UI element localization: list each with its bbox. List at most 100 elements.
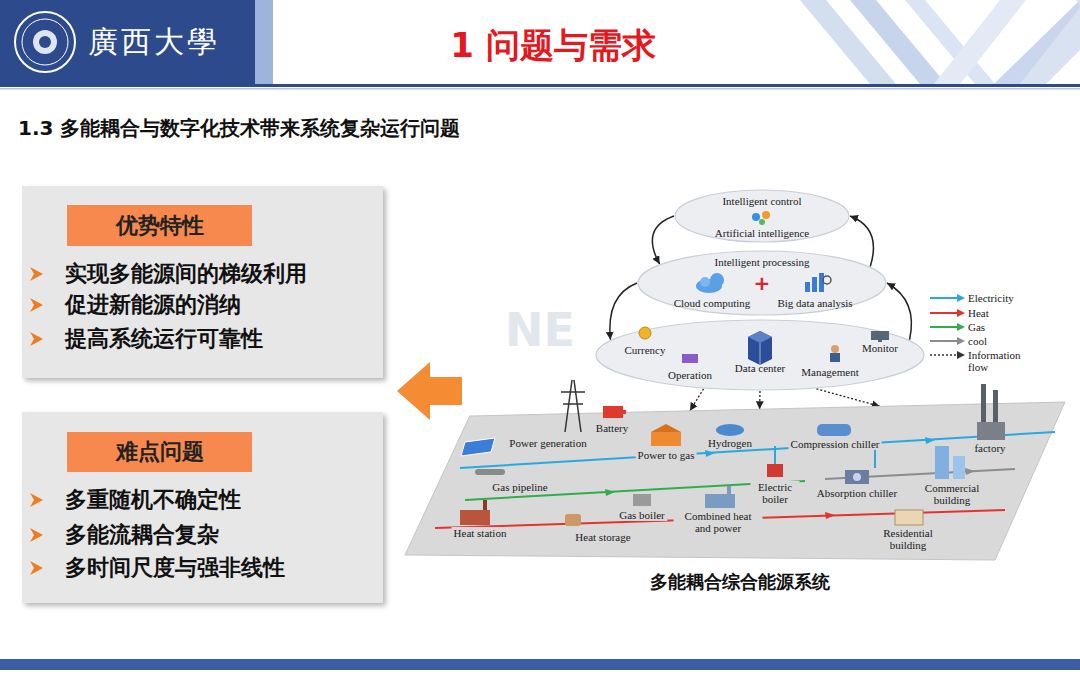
legend-text: Gas — [968, 321, 985, 333]
control-loop-arrow — [887, 283, 911, 340]
slide-title: 1 问题与需求 — [450, 26, 656, 65]
equipment-label: Battery — [594, 422, 630, 434]
graphic-shape — [682, 354, 698, 363]
graphic-shape — [461, 438, 495, 456]
layer-ellipse: Intelligent processingCloud computing+Bi… — [637, 250, 887, 316]
emblem-core — [33, 30, 57, 54]
layer-label: Operation — [668, 369, 712, 381]
layer-label: Monitor — [862, 342, 898, 354]
legend-text: Electricity — [968, 292, 1014, 304]
graphic-shape — [639, 327, 651, 339]
logo-strip — [255, 0, 273, 84]
equipment-label: Absorption chiller — [815, 487, 899, 499]
emblem-ring — [15, 12, 75, 72]
graphic-shape — [762, 211, 770, 219]
legend-arrowhead — [957, 309, 965, 317]
information-flow-arrow — [690, 389, 704, 411]
equipment-label: Gas boiler — [617, 509, 667, 521]
panel-heading-tag: 难点问题 — [67, 432, 252, 472]
graphic-shape — [977, 422, 1005, 440]
feature-panel: 多重随机不确定性多能流耦合复杂多时间尺度与强非线性 难点问题 — [22, 412, 383, 603]
emblem-ring — [22, 19, 68, 65]
graphic-shape — [748, 331, 772, 365]
graphic-shape — [748, 331, 772, 343]
bullet-text: 多能流耦合复杂 — [65, 522, 219, 547]
equipment-label: Residential building — [876, 527, 940, 551]
bullet-text: 多重随机不确定性 — [65, 487, 241, 512]
equipment-label: Combined heat and power — [674, 510, 763, 534]
control-loop-arrow — [610, 283, 637, 340]
panel-heading-tag: 优势特性 — [67, 205, 252, 246]
control-loop-arrow — [652, 216, 674, 264]
layer-ellipse: Intelligent controlArtificial intelligen… — [674, 189, 850, 243]
layer-label: Intelligent processing — [714, 256, 809, 268]
equipment-label: Power generation — [507, 437, 588, 449]
graphic-shape — [605, 489, 615, 496]
section-subtitle: 1.3 多能耦合与数字化技术带来系统复杂运行问题 — [18, 117, 460, 140]
graphic-shape — [475, 469, 505, 475]
equipment-label: Power to gas — [636, 449, 697, 461]
bullet-text: 实现多能源间的梯级利用 — [65, 261, 307, 286]
graphic-shape — [759, 219, 765, 225]
graphic-shape — [710, 273, 724, 287]
graphic-shape — [603, 406, 623, 418]
legend-arrowhead — [957, 337, 965, 345]
graphic-shape — [767, 464, 783, 477]
graphic-shape — [774, 446, 776, 464]
equipment-label: Gas pipeline — [490, 481, 549, 493]
watermark: NE — [505, 304, 575, 357]
layer-label: Cloud computing — [674, 297, 751, 309]
legend-line — [930, 354, 958, 356]
layer-label: Artificial intelligence — [715, 227, 809, 239]
equipment-label: Electric boiler — [751, 481, 800, 505]
graphic-shape — [638, 251, 886, 315]
graphic-shape — [825, 512, 835, 519]
graphic-shape — [30, 493, 43, 507]
header-rule — [0, 84, 1080, 87]
graphic-shape — [716, 424, 744, 436]
graphic-shape — [574, 380, 581, 432]
layer-label: Data center — [735, 362, 785, 374]
header-stripe — [1020, 0, 1080, 84]
equipment-label: Compression chiller — [789, 438, 882, 450]
graphic-shape — [596, 320, 924, 390]
graphic-shape — [633, 494, 651, 506]
equipment-label: Hydrogen — [706, 437, 754, 449]
footer-bar — [0, 659, 1080, 670]
graphic-shape — [878, 340, 882, 342]
graphic-shape — [965, 468, 975, 475]
graphic-shape — [30, 561, 43, 575]
graphic-shape — [895, 510, 923, 525]
graphic-shape — [760, 343, 761, 365]
graphic-shape — [871, 331, 889, 340]
graphic-shape — [30, 528, 43, 542]
graphic-shape — [812, 277, 817, 292]
legend-text: cool — [968, 335, 987, 347]
legend-arrowhead — [957, 323, 965, 331]
equipment-label: Commercial building — [919, 482, 985, 506]
graphic-shape — [563, 403, 583, 405]
graphic-shape — [700, 277, 710, 287]
legend-arrowhead — [957, 351, 965, 359]
graphic-shape — [831, 345, 839, 353]
bullet-text: 多时间尺度与强非线性 — [65, 555, 285, 580]
equipment-label: Heat storage — [573, 531, 632, 543]
graphic-shape — [460, 432, 1055, 468]
information-flow-arrow — [816, 389, 879, 407]
graphic-shape — [845, 470, 869, 484]
graphic-shape — [565, 514, 581, 526]
graphic-shape — [993, 390, 998, 422]
legend-arrowhead — [957, 294, 965, 302]
logo-block — [0, 0, 255, 84]
block-arrow — [397, 362, 462, 420]
graphic-shape — [623, 410, 626, 414]
bullet-text: 提高系统运行可靠性 — [65, 326, 263, 351]
graphic-shape — [805, 282, 810, 292]
graphic-shape — [752, 213, 760, 221]
layer-label: Currency — [625, 344, 666, 356]
layer-ellipse: CurrencyOperationData centerMonitorManag… — [595, 319, 925, 391]
equipment-label: Heat station — [452, 527, 509, 539]
control-loop-arrow — [850, 216, 873, 267]
graphic-shape — [30, 298, 43, 312]
